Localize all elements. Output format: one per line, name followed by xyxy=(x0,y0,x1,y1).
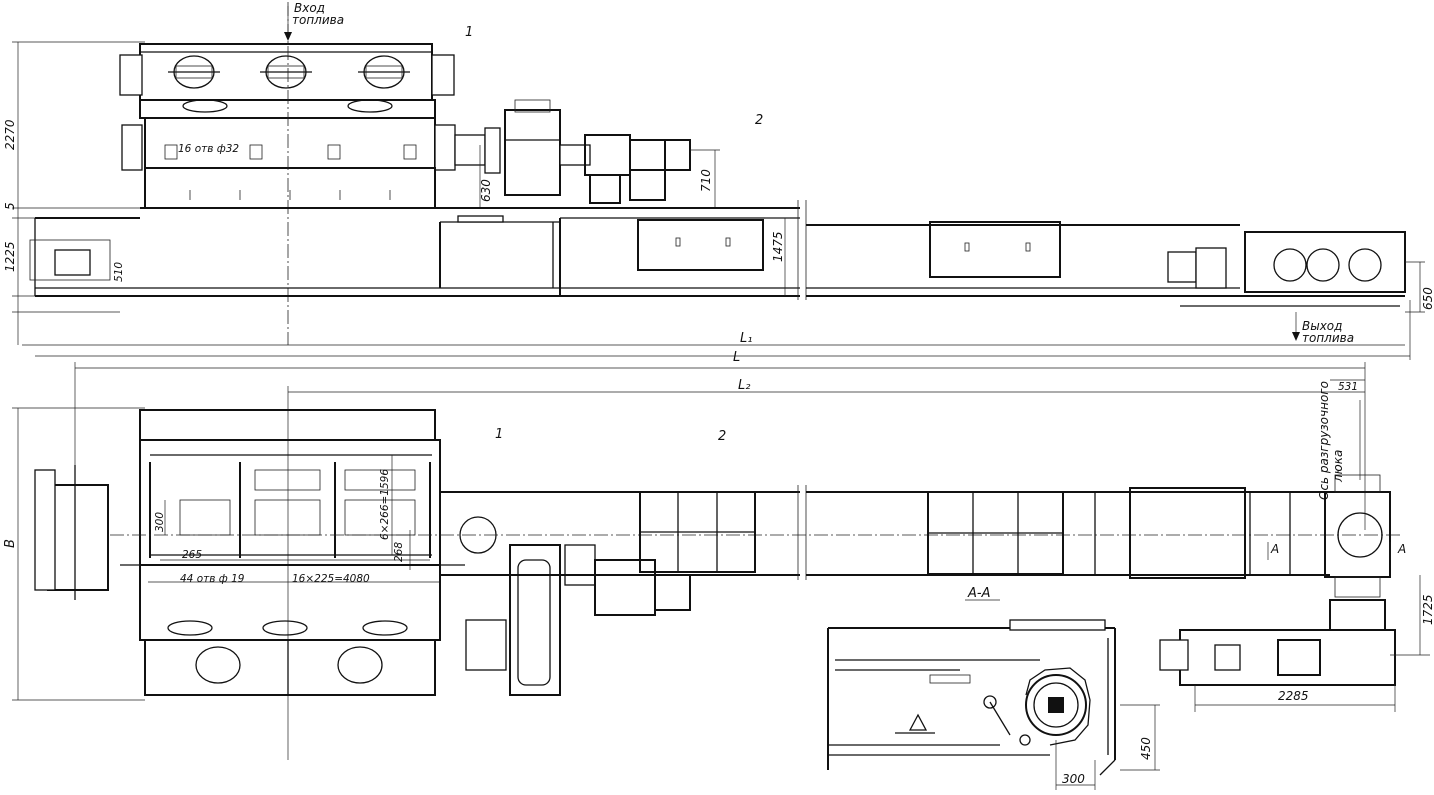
fuel-input-label-1: Вход xyxy=(294,1,325,15)
dim-6x266: 6×266=1596 xyxy=(379,469,391,540)
dim-650: 650 xyxy=(1421,287,1434,310)
dim-265: 265 xyxy=(182,549,202,561)
fuel-output-label-1: Выход xyxy=(1302,319,1342,333)
overall-dimensions xyxy=(22,300,1411,760)
dim-710: 710 xyxy=(699,169,713,192)
fuel-input-label-2: топлива xyxy=(292,13,344,27)
dim-531: 531 xyxy=(1338,381,1358,393)
dim-1725: 1725 xyxy=(1421,594,1434,625)
unload-axis-label-2: люка xyxy=(1331,450,1345,483)
section-a-a xyxy=(827,599,1160,790)
section-mark-right: А xyxy=(1397,542,1406,556)
holes-top-label: 16 отв ф32 xyxy=(178,143,239,155)
callout-2-top: 2 xyxy=(755,113,763,128)
dim-2285: 2285 xyxy=(1278,689,1309,703)
hatch-top-2 xyxy=(260,55,312,89)
text-labels: Вход топлива 1 2 16 отв ф32 Выход топлив… xyxy=(3,1,1434,786)
dim-1475: 1475 xyxy=(771,231,785,262)
section-title: А-А xyxy=(967,586,990,601)
dim-300-section: 300 xyxy=(1062,772,1085,786)
dim-268: 268 xyxy=(393,542,405,562)
unload-axis-label-1: Ось разгрузочного xyxy=(1317,381,1331,500)
callout-1-plan: 1 xyxy=(495,427,503,442)
dim-2270: 2270 xyxy=(3,119,17,150)
hatch-top-3 xyxy=(358,55,410,89)
holes-bottom-label: 44 отв ф 19 xyxy=(180,573,245,585)
section-mark-left: А xyxy=(1270,542,1279,556)
hatch-top-1 xyxy=(168,55,220,89)
dim-L: L xyxy=(733,350,740,365)
dim-1225: 1225 xyxy=(3,241,17,272)
dim-L1: L₁ xyxy=(740,331,752,346)
dim-B: B xyxy=(3,539,18,548)
dim-300: 300 xyxy=(154,512,166,532)
dim-630: 630 xyxy=(479,179,493,202)
dim-450: 450 xyxy=(1139,737,1153,760)
dim-510: 510 xyxy=(113,262,125,282)
dim-L2: L₂ xyxy=(738,378,750,393)
dim-16x225: 16×225=4080 xyxy=(292,573,370,585)
dim-5: 5 xyxy=(3,202,17,210)
elevation-view xyxy=(12,2,1425,345)
callout-2-plan: 2 xyxy=(718,429,726,444)
callout-1-top: 1 xyxy=(465,25,473,40)
fuel-output-label-2: топлива xyxy=(1302,331,1354,345)
plan-view xyxy=(12,400,1430,712)
